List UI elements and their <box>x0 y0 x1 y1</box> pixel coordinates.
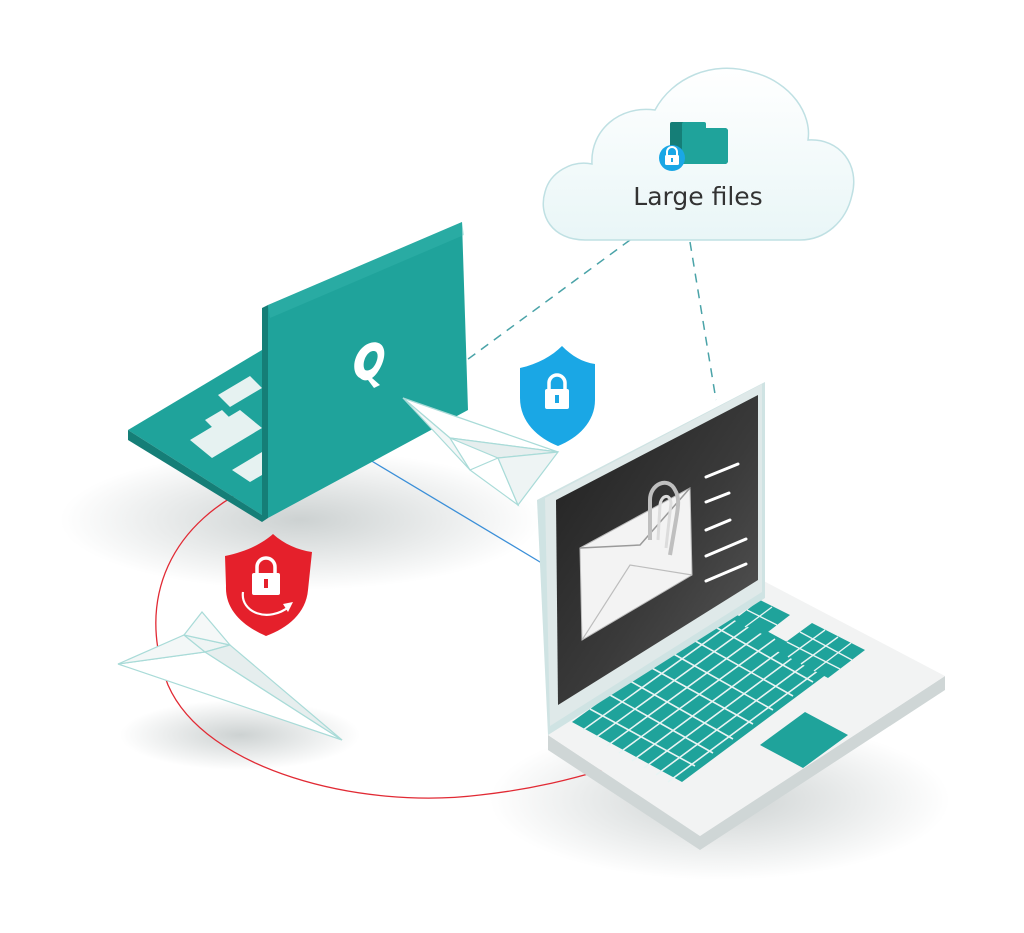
dashed-link-cloud-to-left <box>459 239 631 366</box>
laptop-keyboard <box>572 600 865 783</box>
sender-laptop <box>128 222 468 522</box>
laptop-base-side <box>548 676 945 850</box>
screen-text-lines <box>704 462 748 583</box>
laptop-keyboard <box>190 376 262 482</box>
dashed-link-cloud-to-right <box>689 241 717 401</box>
lock-badge-icon <box>659 145 685 171</box>
cloud-label: Large files <box>633 182 762 211</box>
cloud-storage: Large files <box>542 67 855 241</box>
floor-shadow-left <box>60 450 540 590</box>
paper-plane-icon <box>117 611 343 741</box>
recipient-laptop <box>537 382 945 850</box>
laptop-trackpad <box>760 712 848 768</box>
blue-transfer-path <box>369 459 546 566</box>
laptop-base-side <box>128 430 262 522</box>
folder-icon <box>670 122 728 164</box>
floor-shadow-plane <box>120 700 360 770</box>
paper-plane-icon <box>402 397 560 507</box>
shield-lock-icon <box>520 346 595 446</box>
envelope-attachment-icon <box>579 480 693 641</box>
shield-lock-refresh-icon <box>225 534 312 636</box>
laptop-lid-highlight <box>268 222 464 318</box>
brand-logo-icon <box>354 342 385 388</box>
red-transfer-path <box>155 481 603 799</box>
laptop-lid-edge <box>262 305 268 522</box>
